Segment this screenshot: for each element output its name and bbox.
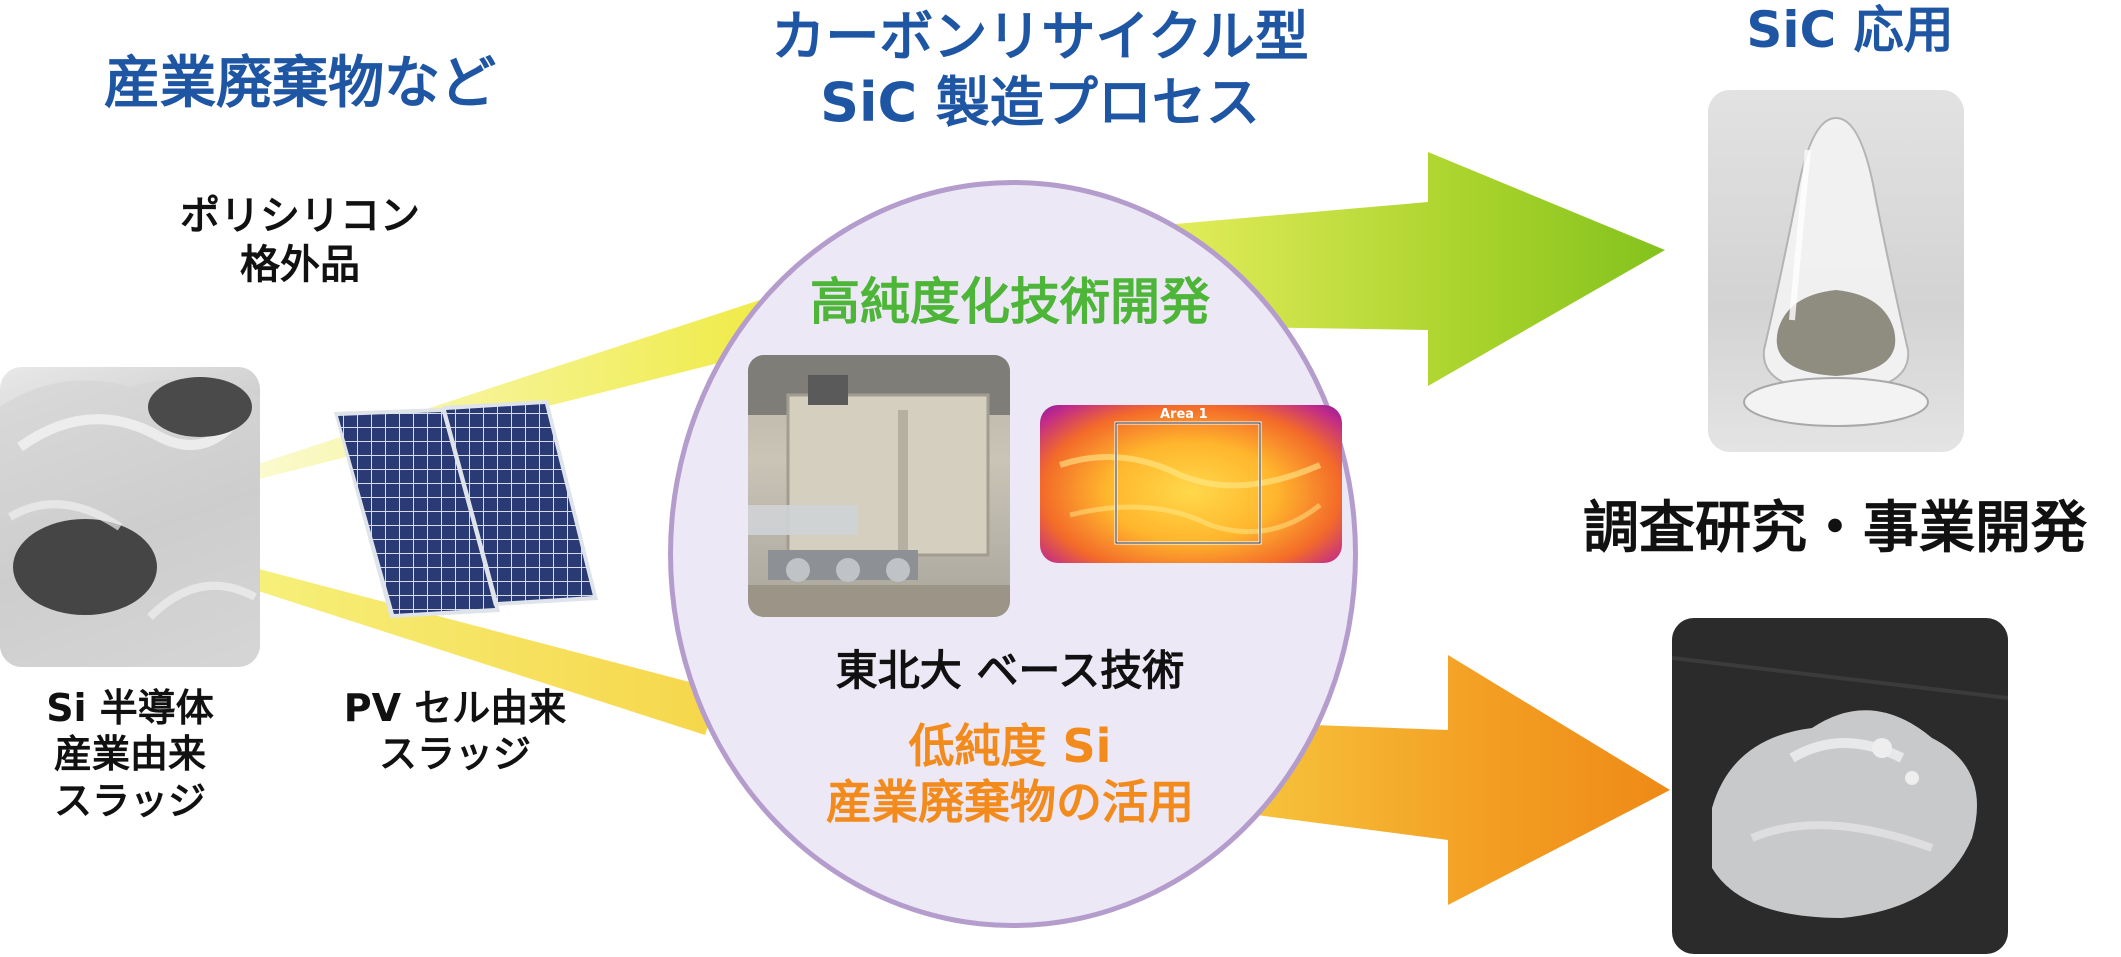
si-semiconductor-label: Si 半導体 産業由来 スラッジ [46,686,214,823]
application-title: SiC 応用 [1746,1,1954,59]
process-title: カーボンリサイクル型 SiC 製造プロセス [771,5,1309,134]
low-purity-utilization: 低純度 Si 産業廃棄物の活用 [826,719,1194,830]
tohoku-base-technology: 東北大 ベース技術 [835,646,1185,695]
gray-powder-photo [1672,618,2008,954]
yellow-arrow-lower [255,568,720,735]
thermal-image: Area 1 [1040,405,1342,563]
polysilicon-label: ポリシリコン 格外品 [180,193,420,288]
green-arrow [1175,152,1665,386]
solar-panel-icon [334,400,598,618]
orange-arrow [1180,655,1670,905]
high-purity-heading: 高純度化技術開発 [810,273,1210,331]
sic-powder-flask-photo [1708,90,1964,452]
pv-cell-label: PV セル由来 スラッジ [343,686,567,777]
thermal-area-label: Area 1 [1160,407,1208,422]
research-development-label: 調査研究・事業開発 [1583,496,2087,561]
sludge-bag-photo [0,367,260,667]
industrial-waste-title: 産業廃棄物など [104,51,496,116]
furnace-equipment-photo [748,355,1010,617]
